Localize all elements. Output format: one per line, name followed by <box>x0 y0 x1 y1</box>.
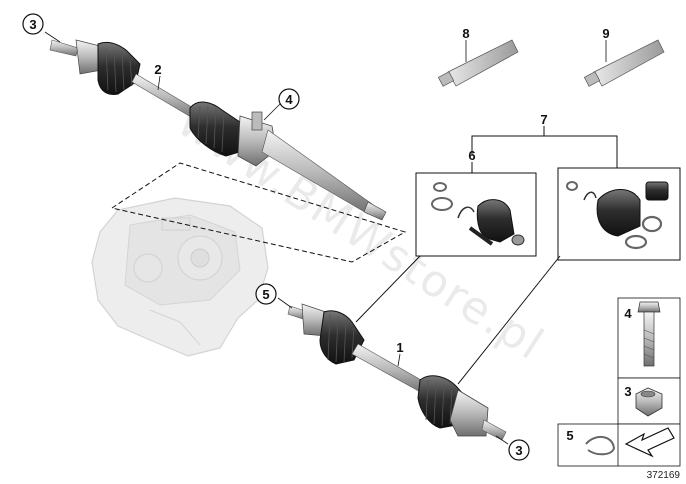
callout-3-bottom: 3 <box>508 439 530 461</box>
grease-tube-8 <box>437 39 519 87</box>
label-6: 6 <box>468 148 475 163</box>
assembly-outline <box>110 162 407 263</box>
label-8: 8 <box>462 26 469 41</box>
svg-text:4: 4 <box>285 92 293 107</box>
callout-3-top: 3 <box>22 13 44 35</box>
callout-5-main: 5 <box>255 283 277 305</box>
label-7: 7 <box>540 112 547 127</box>
panel-label-nut: 3 <box>624 384 631 399</box>
bolt-icon <box>637 301 661 367</box>
label-2: 2 <box>154 62 161 77</box>
boot-kit-inner-parts <box>431 182 525 246</box>
drive-shaft-upper <box>49 39 387 221</box>
reference-number: 372169 <box>647 470 681 481</box>
gearbox-illustration <box>91 197 269 357</box>
boot-kit-outer-parts <box>566 181 669 250</box>
label-1: 1 <box>396 340 403 355</box>
nut-icon <box>635 387 663 417</box>
grease-tube-9 <box>583 39 665 87</box>
arrow-icon <box>624 427 675 458</box>
label-9: 9 <box>602 26 609 41</box>
callout-4: 4 <box>278 88 300 110</box>
kit-bracket <box>471 135 618 168</box>
svg-text:3: 3 <box>515 443 522 458</box>
svg-text:5: 5 <box>262 287 269 302</box>
panel-label-bolt: 4 <box>624 306 632 321</box>
svg-text:3: 3 <box>29 17 36 32</box>
retaining-ring-icon <box>585 436 616 456</box>
drive-shaft-lower <box>287 303 507 441</box>
panel-label-ring: 5 <box>566 428 573 443</box>
